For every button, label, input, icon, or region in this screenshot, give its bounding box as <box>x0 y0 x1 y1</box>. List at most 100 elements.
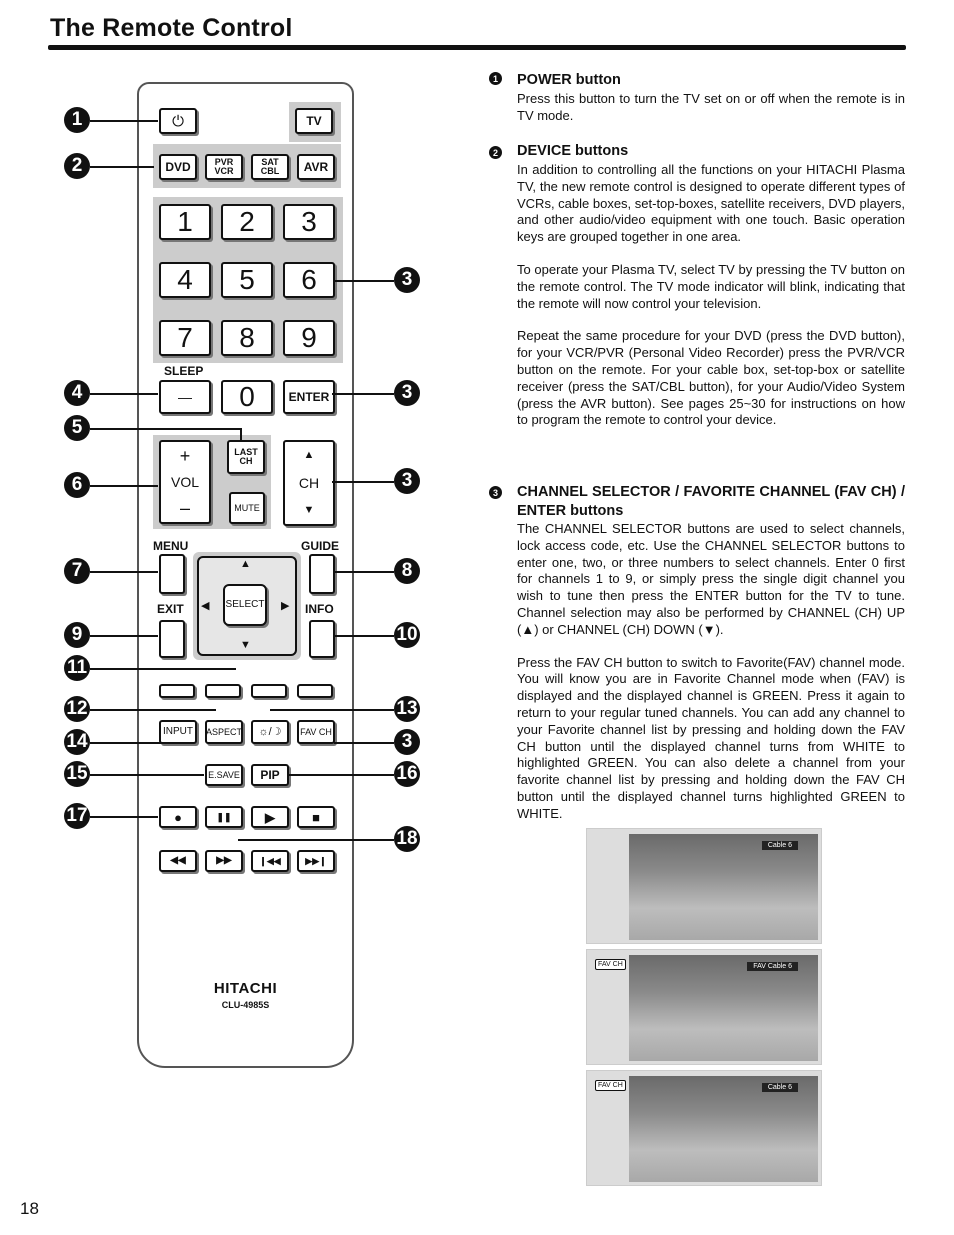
pvr-vcr-button[interactable]: PVR VCR <box>205 154 243 180</box>
channel-rocker[interactable]: ▲ CH ▼ <box>283 440 335 526</box>
skip-back-button[interactable]: ❙◀◀ <box>251 850 289 872</box>
page-title: The Remote Control <box>50 14 293 42</box>
section-1-bullet: 1 <box>489 72 502 85</box>
leader-line <box>334 635 394 637</box>
ch-label: CH <box>298 474 320 491</box>
digit-8-button[interactable]: 8 <box>221 320 273 356</box>
digit-1-button[interactable]: 1 <box>159 204 211 240</box>
paragraph: To operate your Plasma TV, select TV by … <box>517 261 905 311</box>
fav-ch-icon: FAV CH <box>595 959 626 970</box>
callout-5: 5 <box>64 415 90 441</box>
ch-up-icon: ▲ <box>303 448 315 461</box>
pause-button[interactable]: ❚❚ <box>205 806 243 828</box>
section-2-body: In addition to controlling all the funct… <box>517 162 905 429</box>
callout-7: 7 <box>64 558 90 584</box>
paragraph: Repeat the same procedure for your DVD (… <box>517 328 905 428</box>
color-button-3[interactable] <box>251 684 287 698</box>
fast-forward-button[interactable]: ▶▶ <box>205 850 243 872</box>
leader-line <box>90 816 158 818</box>
remote-control: ⏻ TV DVD PVR VCR SAT CBL AVR 1 2 3 4 5 6… <box>137 82 354 1068</box>
callout-3b: 3 <box>394 380 420 406</box>
digit-6-button[interactable]: 6 <box>283 262 335 298</box>
vol-minus: – <box>179 498 190 518</box>
power-icon: ⏻ <box>172 112 184 130</box>
leader-line <box>90 428 240 430</box>
callout-13: 13 <box>394 696 420 722</box>
section-3-bullet: 3 <box>489 486 502 499</box>
sleep-label: SLEEP <box>164 364 204 378</box>
enter-button[interactable]: ENTER <box>283 380 335 414</box>
pvr-label: PVR <box>214 157 234 167</box>
pip-button[interactable]: PIP <box>251 764 289 786</box>
last-ch-button[interactable]: LAST CH <box>227 440 265 474</box>
down-arrow-icon[interactable]: ▼ <box>240 639 251 651</box>
channel-osd: Cable 6 <box>761 841 798 850</box>
tv-screenshot-2: FAV CH FAV Cable 6 <box>586 949 822 1065</box>
callout-17: 17 <box>64 803 90 829</box>
leader-line <box>238 839 394 841</box>
up-arrow-icon[interactable]: ▲ <box>240 558 251 570</box>
digit-4-button[interactable]: 4 <box>159 262 211 298</box>
callout-3a: 3 <box>394 267 420 293</box>
volume-rocker[interactable]: + VOL – <box>159 440 211 524</box>
guide-button[interactable] <box>309 554 335 594</box>
paragraph: In addition to controlling all the funct… <box>517 162 905 245</box>
record-button[interactable]: ● <box>159 806 197 828</box>
leader-line <box>90 635 158 637</box>
tv-button[interactable]: TV <box>295 108 333 134</box>
digit-9-button[interactable]: 9 <box>283 320 335 356</box>
menu-button[interactable] <box>159 554 185 594</box>
digit-3-button[interactable]: 3 <box>283 204 335 240</box>
esave-button[interactable]: E.SAVE <box>205 764 243 786</box>
leader-line <box>90 120 158 122</box>
callout-12: 12 <box>64 696 90 722</box>
leader-line <box>90 571 158 573</box>
paragraph: The CHANNEL SELECTOR buttons are used to… <box>517 521 905 637</box>
rewind-button[interactable]: ◀◀ <box>159 850 197 872</box>
play-button[interactable]: ▶ <box>251 806 289 828</box>
ch-down-icon: ▼ <box>303 504 315 517</box>
callout-3d: 3 <box>394 729 420 755</box>
callout-14: 14 <box>64 729 90 755</box>
leader-line <box>90 485 158 487</box>
info-button[interactable] <box>309 620 335 658</box>
picture-mode-icon: ☼/☽ <box>258 725 282 738</box>
select-button[interactable]: SELECT <box>223 584 267 626</box>
tv-screenshot-1: Cable 6 <box>586 828 822 944</box>
digit-7-button[interactable]: 7 <box>159 320 211 356</box>
stop-button[interactable]: ■ <box>297 806 335 828</box>
fav-ch-button[interactable]: FAV CH <box>297 720 335 744</box>
leader-line <box>332 393 394 395</box>
input-button[interactable]: INPUT <box>159 720 197 744</box>
digit-5-button[interactable]: 5 <box>221 262 273 298</box>
right-arrow-icon[interactable]: ▶ <box>281 600 290 612</box>
digit-2-button[interactable]: 2 <box>221 204 273 240</box>
avr-button[interactable]: AVR <box>297 154 335 180</box>
color-button-2[interactable] <box>205 684 241 698</box>
left-arrow-icon[interactable]: ◀ <box>201 600 210 612</box>
skip-forward-button[interactable]: ▶▶❙ <box>297 850 335 872</box>
color-button-4[interactable] <box>297 684 333 698</box>
callout-16: 16 <box>394 761 420 787</box>
callout-10: 10 <box>394 622 420 648</box>
sat-cbl-button[interactable]: SAT CBL <box>251 154 289 180</box>
fav-ch-icon: FAV CH <box>595 1080 626 1091</box>
leader-line <box>90 709 216 711</box>
leader-line <box>90 166 154 168</box>
sleep-dash-button[interactable]: — <box>159 380 211 414</box>
callout-11: 11 <box>64 655 90 681</box>
picture-mode-button[interactable]: ☼/☽ <box>251 720 289 744</box>
callout-2: 2 <box>64 153 90 179</box>
mute-button[interactable]: MUTE <box>229 492 265 524</box>
guide-label: GUIDE <box>301 539 340 553</box>
aspect-button[interactable]: ASPECT <box>205 720 243 744</box>
color-button-1[interactable] <box>159 684 195 698</box>
section-3-body: The CHANNEL SELECTOR buttons are used to… <box>517 521 905 823</box>
digit-0-button[interactable]: 0 <box>221 380 273 414</box>
last-label: LAST <box>234 447 258 457</box>
leader-line <box>90 393 158 395</box>
exit-button[interactable] <box>159 620 185 658</box>
dvd-button[interactable]: DVD <box>159 154 197 180</box>
power-button[interactable]: ⏻ <box>159 108 197 134</box>
brand-logo: HITACHI <box>213 980 278 997</box>
